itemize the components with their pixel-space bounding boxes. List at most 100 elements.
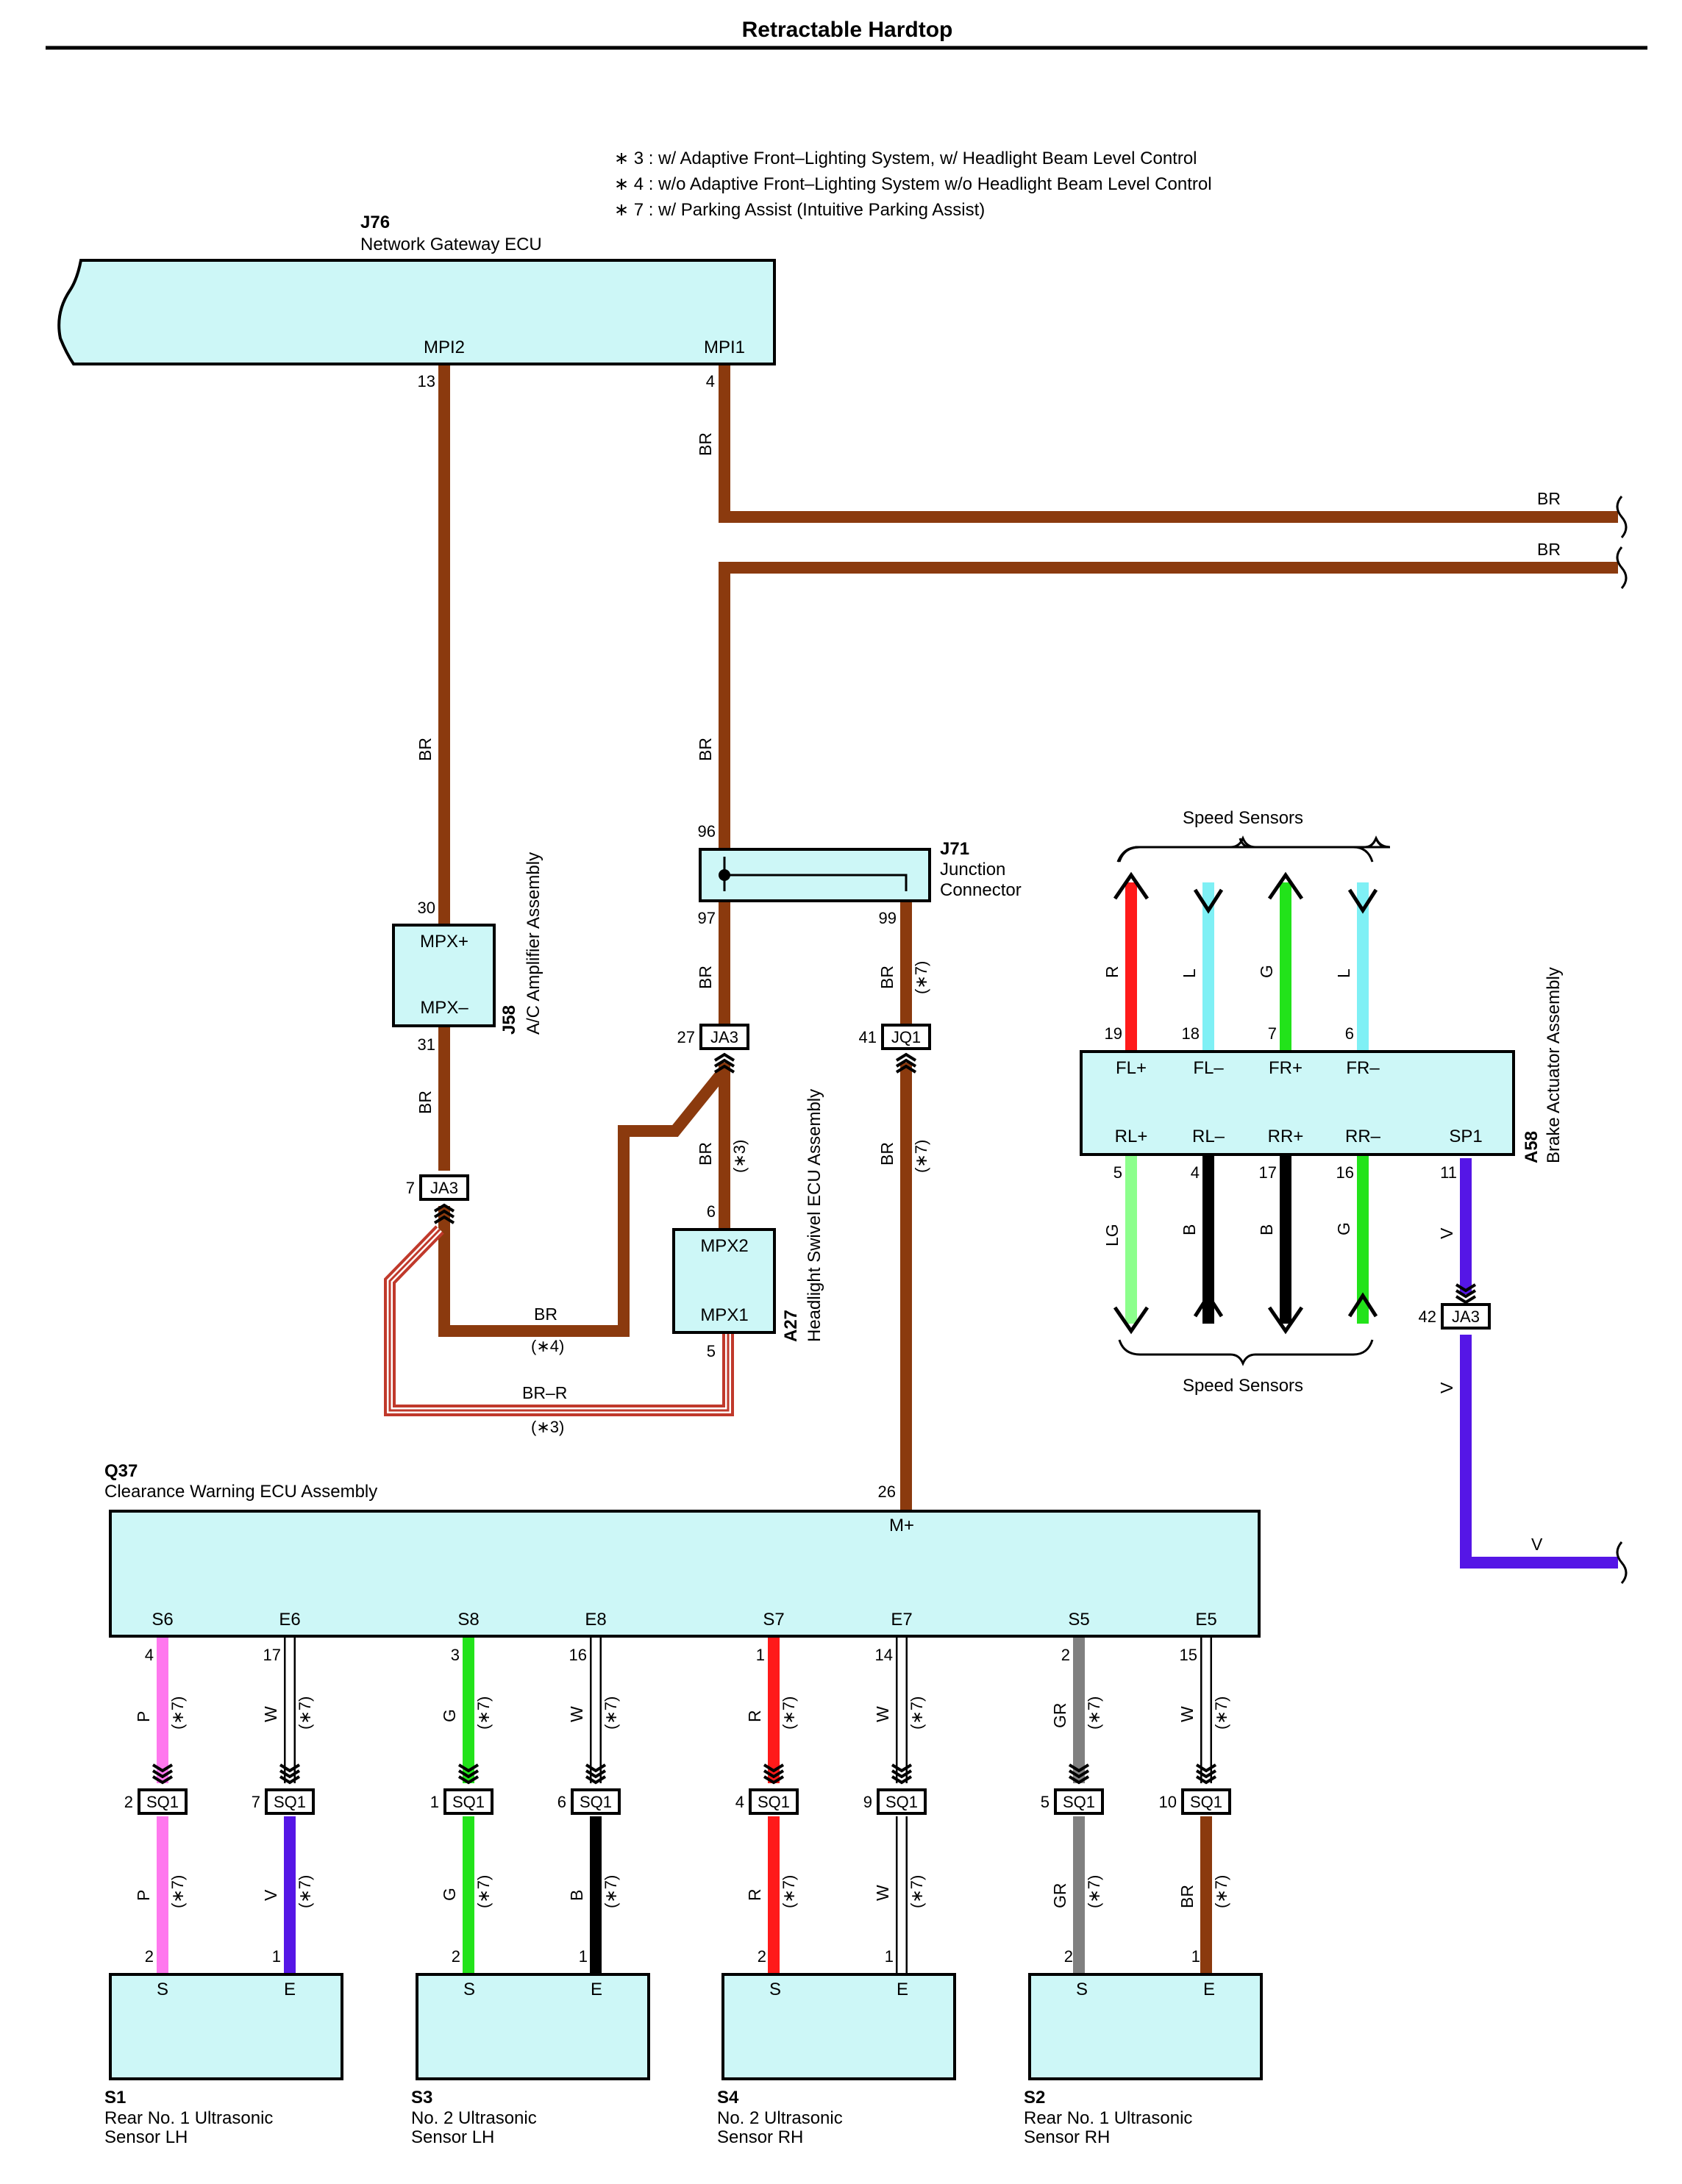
arrow-down-bottom-2 [1267,1306,1304,1335]
wire-continuation-marks [1616,496,1628,1584]
j76-pin-13: 13 [418,372,435,390]
a58-top-num-3: 6 [1345,1024,1354,1043]
j76-pin-mpi2: MPI2 [424,338,465,357]
a58-bottom-num-3: 16 [1336,1163,1354,1182]
a27-pin-mpx1: MPX1 [700,1305,748,1325]
q37-code: Q37 [104,1461,138,1481]
connector-ja3-mid-label: JA3 [710,1028,738,1046]
chevron-sq1-6 [1068,1763,1090,1785]
speed-sensors-top-label: Speed Sensors [1183,808,1303,828]
lower-cond-top-2: (∗7) [474,1696,493,1730]
wire-br-to-j71 [719,562,1618,857]
sensor-num-s-0: 2 [145,1947,154,1966]
speed-label-top-0: R [1102,966,1122,978]
q37-pin-6: S5 [1068,1610,1089,1630]
a58-bottom-pin-4: SP1 [1449,1127,1482,1146]
sensor-name1-0: Rear No. 1 Ultrasonic [104,2108,273,2128]
lower-cond-bottom-1: (∗7) [296,1875,314,1908]
j71-pin-96: 96 [698,822,716,841]
q37-pin-2: S8 [457,1610,479,1630]
a27-name: Headlight Swivel ECU Assembly [805,1089,824,1342]
chevron-sq1-5 [891,1763,913,1785]
note-7: ∗ 7 : w/ Parking Assist (Intuitive Parki… [614,200,985,220]
lower-cond-bottom-5: (∗7) [908,1875,926,1908]
a58-bottom-pin-2: RR+ [1268,1127,1304,1146]
speed-label-bottom-0: LG [1102,1224,1122,1246]
connector-sq1-6-pin: 5 [1041,1793,1050,1811]
speed-sensor-brace-lines [1118,835,1374,1366]
connector-sq1-5-pin: 9 [863,1793,872,1811]
chevron-sq1-0 [152,1763,174,1785]
a27-pin-5: 5 [707,1342,716,1360]
lower-label-top-1: W [261,1706,280,1722]
label-br-97: BR [696,966,715,989]
ultrasonic-sensor-wires: P(∗7)P(∗7)W(∗7)V(∗7)G(∗7)G(∗7)W(∗7)B(∗7)… [134,1636,1230,1974]
label-br-a27: BR [696,1142,715,1166]
q37-clearance-warning-ecu: Q37 Clearance Warning ECU Assembly M+ 26 [104,1461,1261,1638]
sensor-name2-3: Sensor RH [1024,2127,1110,2147]
sensor-pin-e-1: E [591,1980,602,1999]
arrow-down-top-1 [1193,888,1224,914]
a58-top-num-1: 18 [1182,1024,1200,1043]
q37-num-6: 2 [1061,1646,1070,1664]
speed-label-bottom-2: B [1257,1224,1276,1235]
j58-pin-30: 30 [418,899,435,917]
a58-code: A58 [1522,1131,1542,1163]
j71-junction-connector: J71 Junction Connector 96 97 99 [698,822,1022,927]
sensor-pin-s-3: S [1076,1980,1088,1999]
sensor-num-e-0: 1 [272,1947,281,1966]
q37-pin-4: S7 [763,1610,784,1630]
sensor-name2-1: Sensor LH [411,2127,494,2147]
label-v-sp1: V [1437,1227,1456,1239]
label-br-right-1: BR [1537,489,1561,508]
sensor-name2-0: Sensor LH [104,2127,188,2147]
q37-num-2: 3 [451,1646,460,1664]
lower-cond-top-0: (∗7) [168,1696,187,1730]
label-cond3-br-r: (∗3) [531,1418,564,1436]
speed-label-bottom-1: B [1180,1224,1199,1235]
lower-cond-top-1: (∗7) [296,1696,314,1730]
connector-sq1-1-pin: 7 [252,1793,260,1811]
lower-cond-bottom-4: (∗7) [780,1875,798,1908]
a58-top-pin-2: FR+ [1269,1058,1303,1078]
connector-sq1-0-pin: 2 [124,1793,133,1811]
j71-pin-97: 97 [698,909,716,927]
lower-label-bottom-7: BR [1177,1885,1197,1908]
a27-headlight-swivel-ecu: MPX2 MPX1 6 5 A27 Headlight Swivel ECU A… [672,1089,824,1360]
arrow-up-top-0 [1113,871,1150,900]
label-cond4: (∗4) [531,1337,564,1355]
q37-num-0: 4 [145,1646,154,1664]
speed-sensor-braces [1116,835,1391,863]
sensor-pin-s-2: S [769,1980,781,1999]
sensor-code-2: S4 [717,2088,739,2108]
sensor-code-3: S2 [1024,2088,1045,2108]
connector-ja3-left-label: JA3 [430,1179,458,1197]
a58-name: Brake Actuator Assembly [1544,967,1564,1163]
connector-sq1-2-pin: 1 [430,1793,439,1811]
q37-num-3: 16 [569,1646,587,1664]
lower-label-bottom-2: G [440,1888,459,1901]
lower-cond-top-5: (∗7) [908,1696,926,1730]
j58-pin-mpx-minus: MPX– [420,998,468,1018]
connector-sq1-2-label: SQ1 [452,1793,485,1811]
a27-code: A27 [781,1310,801,1342]
sensor-num-s-1: 2 [452,1947,460,1966]
label-br-r: BR–R [522,1383,567,1402]
a58-bottom-pin-0: RL+ [1115,1127,1148,1146]
lower-cond-bottom-2: (∗7) [474,1875,493,1908]
label-br-j71-in: BR [696,738,715,761]
sensor-num-e-1: 1 [579,1947,588,1966]
